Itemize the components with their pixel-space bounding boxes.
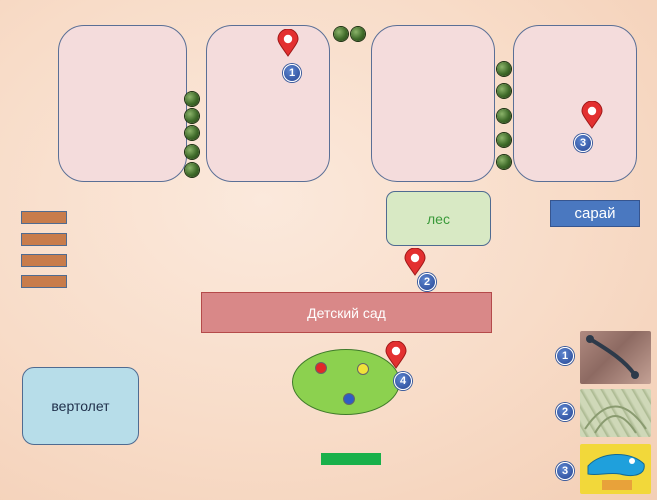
photo-thumbnail[interactable] bbox=[580, 444, 651, 494]
photo-thumbnail[interactable] bbox=[580, 389, 651, 437]
playground-area bbox=[292, 349, 400, 415]
yellow-ball-icon bbox=[357, 363, 369, 375]
marker-4[interactable]: 4 bbox=[385, 341, 417, 391]
map-pin-icon bbox=[385, 341, 407, 369]
legend-item-2[interactable]: 2 bbox=[555, 389, 653, 437]
shrub-icon bbox=[497, 155, 511, 169]
legend-number: 1 bbox=[556, 347, 574, 365]
blue-ball-icon bbox=[343, 393, 355, 405]
kindergarten-building: Детский сад bbox=[201, 292, 492, 333]
shed-label: сарай bbox=[574, 205, 616, 222]
shrub-column-left bbox=[185, 92, 201, 184]
marker-number: 3 bbox=[574, 134, 592, 152]
shrub-icon bbox=[185, 109, 199, 123]
helicopter-label: вертолет bbox=[51, 398, 110, 414]
shrub-group-top bbox=[334, 26, 370, 42]
plot-3 bbox=[371, 25, 495, 182]
shrub-icon bbox=[497, 109, 511, 123]
marker-number: 1 bbox=[283, 64, 301, 82]
bench-icon bbox=[21, 233, 67, 246]
shrub-icon bbox=[351, 27, 365, 41]
handle-icon bbox=[586, 335, 639, 379]
marker-number: 4 bbox=[394, 372, 412, 390]
legend-number: 3 bbox=[556, 462, 574, 480]
shrub-icon bbox=[497, 62, 511, 76]
bench-icon bbox=[21, 275, 67, 288]
legend-item-3[interactable]: 3 bbox=[555, 444, 653, 494]
forest-label: лес bbox=[427, 210, 450, 227]
green-strip bbox=[321, 453, 381, 465]
shrub-icon bbox=[497, 84, 511, 98]
photo-thumbnail[interactable] bbox=[580, 331, 651, 384]
shrub-icon bbox=[185, 163, 199, 177]
marker-3[interactable]: 3 bbox=[573, 101, 603, 155]
slide-icon bbox=[587, 453, 645, 490]
legend-number: 2 bbox=[556, 403, 574, 421]
bench-icon bbox=[21, 254, 67, 267]
marker-number: 2 bbox=[418, 273, 436, 291]
legend-item-1[interactable]: 1 bbox=[555, 331, 653, 384]
shrub-icon bbox=[334, 27, 348, 41]
map-pin-icon bbox=[581, 101, 603, 129]
pattern-icon bbox=[584, 405, 647, 434]
marker-2[interactable]: 2 bbox=[404, 248, 436, 292]
bench-icon bbox=[21, 211, 67, 224]
forest-area: лес bbox=[386, 191, 491, 246]
shrub-icon bbox=[185, 145, 199, 159]
map-pin-icon bbox=[277, 29, 299, 57]
plot-1 bbox=[58, 25, 187, 182]
kindergarten-label: Детский сад bbox=[307, 304, 386, 321]
plot-2 bbox=[206, 25, 330, 182]
helicopter-area: вертолет bbox=[22, 367, 139, 445]
red-ball-icon bbox=[315, 362, 327, 374]
map-pin-icon bbox=[404, 248, 426, 276]
shrub-icon bbox=[185, 126, 199, 140]
marker-1[interactable]: 1 bbox=[277, 29, 307, 83]
shed-area: сарай bbox=[550, 200, 640, 227]
plot-4 bbox=[513, 25, 637, 182]
shrub-icon bbox=[497, 133, 511, 147]
shrub-column-right bbox=[497, 62, 513, 172]
shrub-icon bbox=[185, 92, 199, 106]
